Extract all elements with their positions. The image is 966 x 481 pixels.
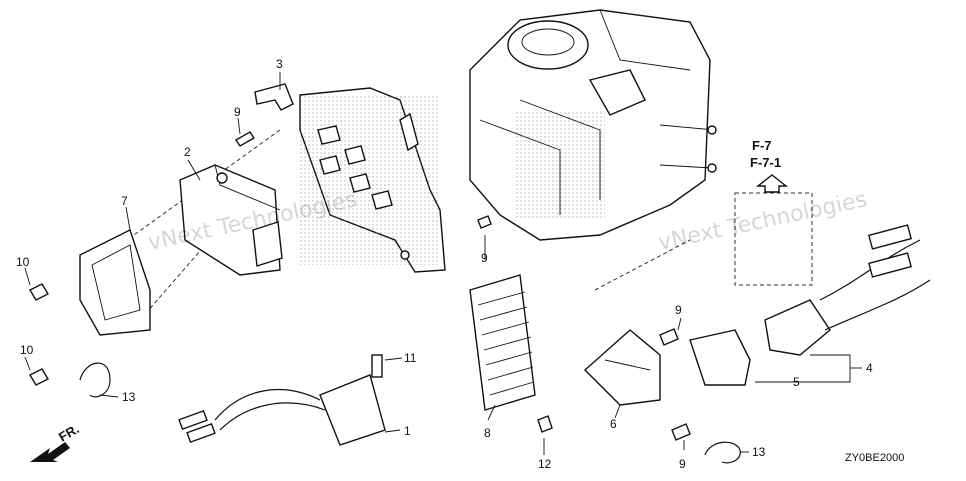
callout-7: 7 [121, 194, 128, 208]
callout-13: 13 [122, 390, 136, 404]
part-4-5-ignition-coil [689, 224, 931, 386]
part-7-frame [79, 229, 151, 336]
callout-9: 9 [679, 457, 686, 471]
callout-1: 1 [404, 424, 411, 438]
callout-10: 10 [16, 255, 30, 269]
callout-9: 9 [675, 303, 682, 317]
leader-lines [24, 72, 862, 455]
up-arrow-icon [755, 174, 789, 193]
callout-10: 10 [20, 343, 34, 357]
engine-illustration [469, 9, 717, 241]
callout-3: 3 [276, 57, 283, 71]
part-2-regulator [179, 164, 283, 276]
callout-13: 13 [752, 445, 766, 459]
part-8-rectifier [469, 274, 536, 411]
callout-9: 9 [234, 105, 241, 119]
callout-9: 9 [481, 251, 488, 265]
callout-5: 5 [793, 375, 800, 389]
callout-8: 8 [484, 426, 491, 440]
fasteners [29, 131, 741, 464]
svg-text:vNext Technologies: vNext Technologies [656, 187, 869, 256]
bracket-plate [254, 83, 446, 273]
front-arrow-icon [30, 442, 70, 462]
reference-label: F-7-1 [750, 155, 781, 170]
front-label: FR. [56, 421, 82, 444]
part-1-pulser-coil [178, 374, 386, 446]
reference-label: F-7 [752, 138, 772, 153]
diagram-code: ZY0BE2000 [845, 452, 904, 464]
callout-6: 6 [610, 417, 617, 431]
callout-12: 12 [538, 457, 552, 471]
part-6-cover [583, 329, 661, 406]
callout-4: 4 [866, 361, 873, 375]
callout-11: 11 [404, 351, 417, 365]
callout-2: 2 [184, 145, 191, 159]
